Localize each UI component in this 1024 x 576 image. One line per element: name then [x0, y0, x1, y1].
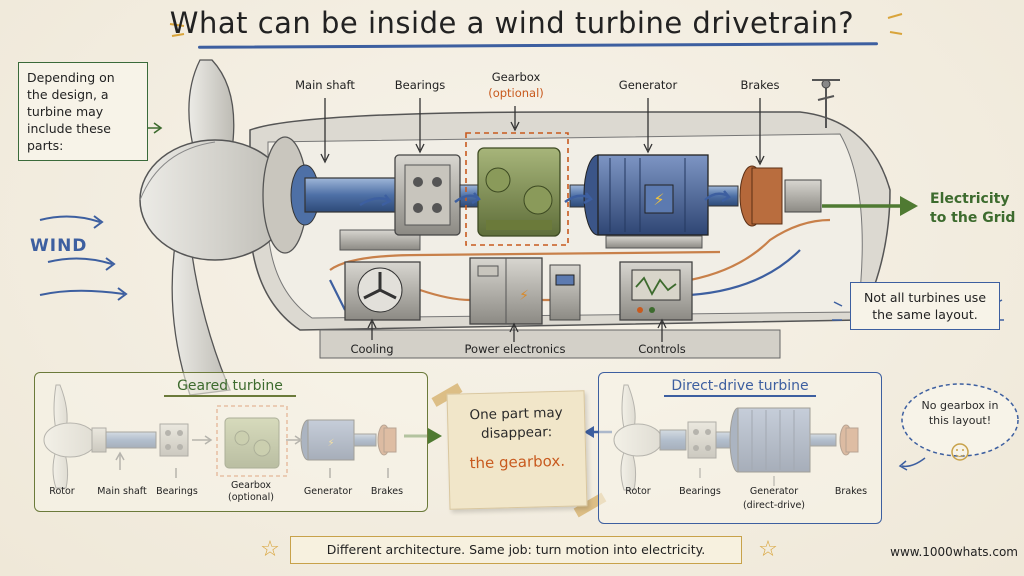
geared-label-generator: Generator [303, 486, 353, 497]
direct-label-generator: Generator [749, 486, 799, 497]
direct-label-generator-sub: (direct-drive) [742, 500, 806, 511]
controls-unit-illustration [619, 261, 693, 321]
wind-label: WIND [30, 236, 88, 256]
anemometer-icon [812, 79, 840, 128]
label-gearbox-optional: (optional) [488, 86, 544, 100]
main-shaft-illustration [290, 164, 421, 251]
label-brakes: Brakes [740, 78, 780, 92]
svg-text:⚡: ⚡ [653, 190, 664, 209]
direct-title-underline [664, 395, 816, 397]
label-pointers [320, 98, 765, 342]
label-bearings: Bearings [394, 78, 446, 92]
direct-label-brakes: Brakes [834, 486, 868, 497]
direct-drive-title: Direct-drive turbine [671, 378, 809, 394]
sticky-line-2: disappear: [480, 424, 553, 442]
sticky-note: One part may disappear: the gearbox. [446, 390, 588, 510]
speech-bubble [901, 383, 1019, 461]
electricity-arrow [822, 196, 918, 216]
direct-label-rotor: Rotor [625, 486, 651, 497]
power-flow-arrows [359, 190, 731, 207]
label-cooling: Cooling [350, 342, 394, 356]
geared-title-underline [164, 395, 296, 397]
title-sparkles [169, 13, 903, 37]
geared-label-brakes: Brakes [370, 486, 404, 497]
geared-label-rotor: Rotor [49, 486, 75, 497]
electricity-line-1: Electricity [930, 191, 1010, 207]
wind-arrows [39, 215, 128, 301]
star-icon: ☆ [758, 537, 778, 562]
direct-label-bearings: Bearings [679, 486, 721, 497]
bubble-arrow [898, 457, 926, 471]
brakes-illustration [707, 165, 822, 227]
no-gearbox-bubble-text: No gearbox in this layout! [921, 399, 999, 427]
generator-illustration: ⚡ [569, 154, 709, 249]
power-electronics-illustration: ⚡ [469, 257, 581, 325]
label-main-shaft: Main shaft [295, 78, 355, 92]
bottom-caption: Different architecture. Same job: turn m… [290, 536, 742, 564]
intro-note: Depending on the design, a turbine may i… [18, 62, 148, 161]
layout-note: Not all turbines use the same layout. [850, 282, 1000, 330]
svg-text:⚡: ⚡ [519, 288, 529, 304]
electricity-line-2: to the Grid [930, 210, 1016, 226]
direct-drive-panel [598, 372, 882, 524]
geared-label-main-shaft: Main shaft [97, 486, 147, 497]
page-title: What can be inside a wind turbine drivet… [169, 6, 855, 40]
geared-label-gearbox-optional: (optional) [228, 492, 274, 503]
rotor-hub-illustration [139, 59, 308, 396]
cooling-fan-illustration [344, 261, 421, 321]
electricity-label: Electricity to the Grid [930, 190, 1020, 228]
geared-label-gearbox: Gearbox [230, 480, 272, 491]
star-icon: ☆ [260, 537, 280, 562]
label-power-electronics: Power electronics [464, 342, 566, 356]
geared-turbine-title: Geared turbine [177, 378, 283, 394]
gearbox-illustration [465, 132, 569, 246]
sticky-highlight: the gearbox. [469, 451, 566, 473]
geared-label-bearings: Bearings [156, 486, 198, 497]
bearings-illustration [394, 154, 481, 236]
website-url[interactable]: www.1000whats.com [890, 545, 1018, 559]
label-controls: Controls [638, 342, 686, 356]
label-generator: Generator [618, 78, 678, 92]
label-gearbox: Gearbox [491, 70, 541, 84]
